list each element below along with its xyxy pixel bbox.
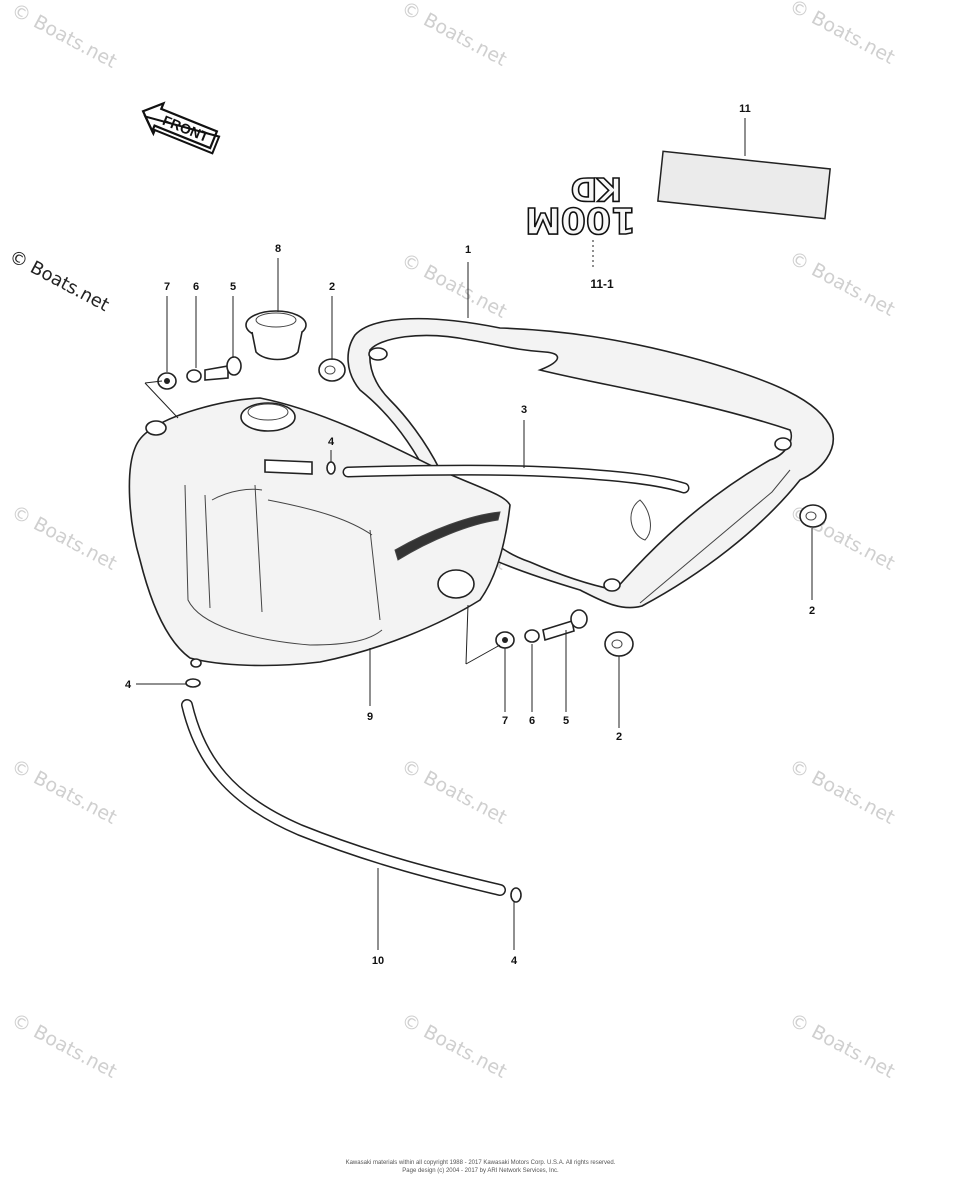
watermark: © Boats.net — [8, 501, 121, 575]
callout-7-bottom: 7 — [502, 715, 508, 727]
callout-1: 1 — [465, 244, 471, 256]
label-plate-11 — [657, 150, 831, 220]
callout-4-top: 4 — [328, 436, 335, 448]
callout-6-top: 6 — [193, 281, 199, 293]
callout-labels: 1 11 11-1 2 8 5 6 7 4 3 2 9 4 7 6 5 2 10… — [125, 103, 815, 967]
fasteners-top — [157, 356, 242, 390]
watermark: © Boats.net — [398, 755, 511, 829]
copyright-line: Kawasaki materials within all copyright … — [345, 1160, 616, 1166]
watermark: © Boats.net — [786, 247, 899, 321]
emblem-line-2: 100M — [525, 199, 636, 240]
watermark: © Boats.net — [786, 755, 899, 829]
oil-hose-10 — [181, 699, 506, 896]
watermark: © Boats.net — [786, 0, 899, 69]
callout-10: 10 — [372, 955, 384, 967]
emblem-11-1: KD 100M — [524, 169, 637, 241]
callout-7-top: 7 — [164, 281, 170, 293]
callout-5-bottom: 5 — [563, 715, 569, 727]
leader-lines — [136, 118, 813, 950]
callout-8: 8 — [275, 243, 281, 255]
callout-2-bottom: 2 — [616, 731, 622, 743]
watermark: © Boats.net — [8, 1009, 121, 1083]
page-design-line: Page design (c) 2004 - 2017 by ARI Netwo… — [402, 1168, 559, 1174]
clips-4 — [185, 461, 522, 903]
callout-6-bottom: 6 — [529, 715, 535, 727]
watermark: © Boats.net — [398, 0, 511, 71]
callout-2-right: 2 — [809, 605, 815, 617]
callout-5-top: 5 — [230, 281, 236, 293]
breather-hose-3 — [342, 464, 690, 494]
callout-2-top: 2 — [329, 281, 335, 293]
front-arrow-icon: FRONT — [141, 101, 221, 155]
callout-4-bottom: 4 — [511, 955, 518, 967]
fasteners-bottom — [495, 609, 588, 649]
watermark: © Boats.net — [398, 249, 511, 323]
watermark: © Boats.net — [6, 246, 113, 316]
cap-8 — [245, 310, 307, 361]
oil-tank-9 — [128, 397, 511, 668]
front-arrow-label: FRONT — [160, 112, 211, 145]
callout-3: 3 — [521, 404, 527, 416]
grommets-2 — [318, 358, 827, 657]
callout-4-left: 4 — [125, 679, 132, 691]
callout-11: 11 — [739, 103, 751, 115]
watermark: © Boats.net — [8, 755, 121, 829]
watermark: © Boats.net — [786, 1009, 899, 1083]
callout-11-1: 11-1 — [590, 277, 614, 291]
callout-9: 9 — [367, 711, 373, 723]
emblem-line-1: KD — [571, 170, 622, 208]
watermark: © Boats.net — [398, 1009, 511, 1083]
watermark: © Boats.net — [8, 0, 121, 73]
